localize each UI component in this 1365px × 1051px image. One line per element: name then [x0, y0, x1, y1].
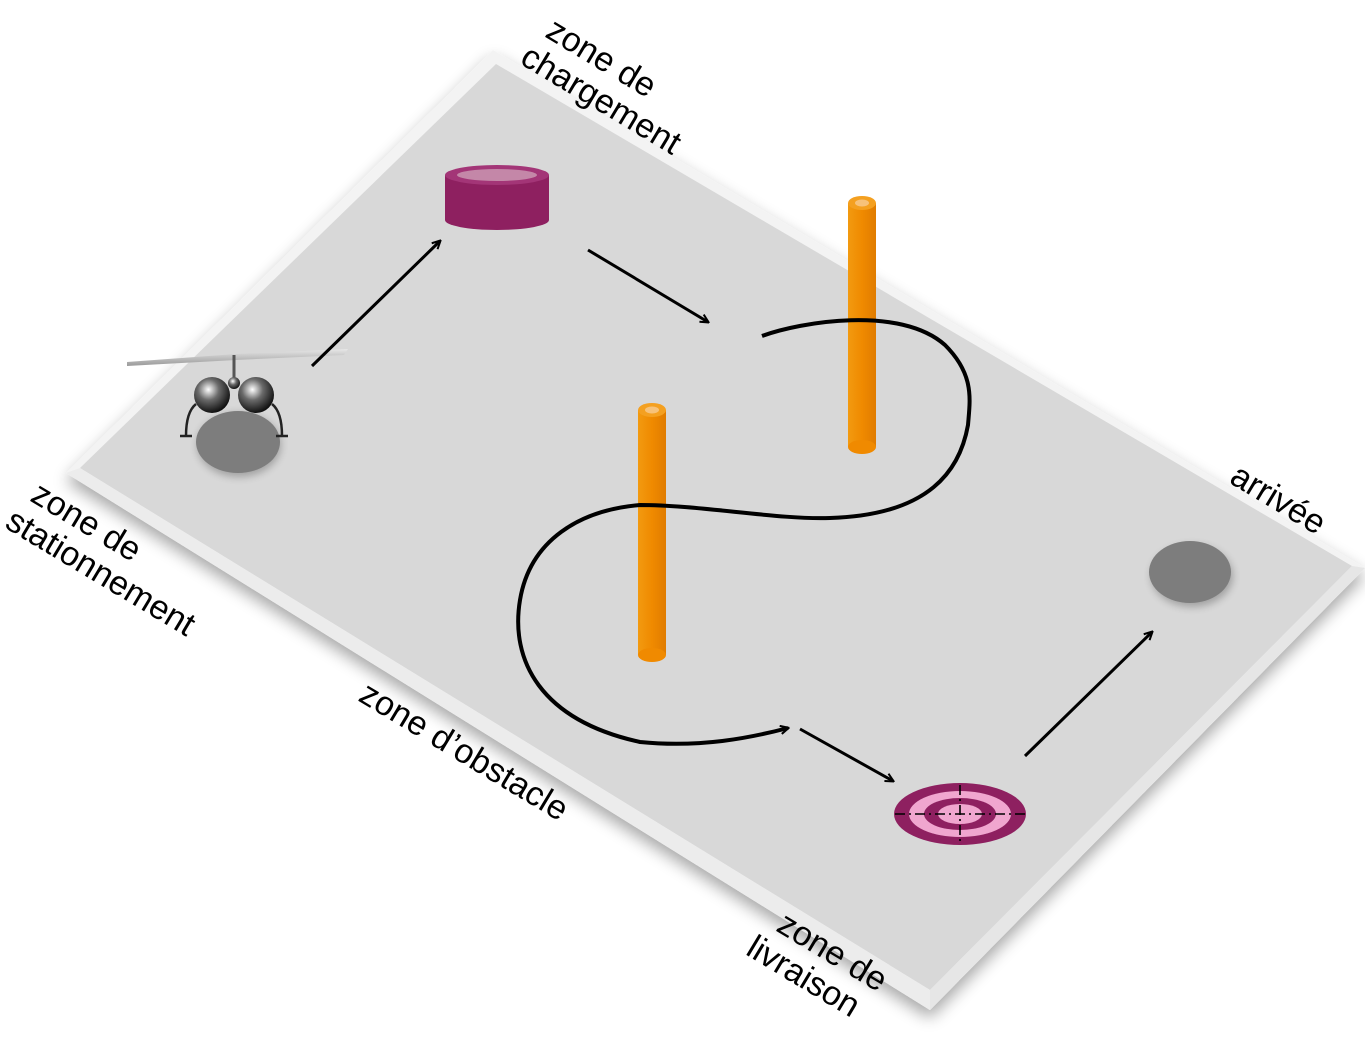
target-icon — [894, 783, 1026, 845]
board-bevel-front — [66, 468, 930, 1010]
obstacle-path-curve — [516, 318, 972, 746]
cargo-cylinder-icon — [445, 165, 549, 230]
drone-icon — [127, 349, 348, 438]
arrow-parking-to-loading — [310, 241, 440, 368]
obstacle-pole-1 — [848, 196, 876, 454]
board-bevel-right — [930, 566, 1365, 1010]
arrival-pad — [1149, 541, 1231, 603]
parking-pad-disc — [196, 411, 280, 473]
course-board — [66, 50, 1365, 1010]
arrival-zone — [1149, 541, 1233, 607]
drone-body-left — [194, 377, 230, 413]
arrow-loading-to-obstacle — [587, 248, 708, 322]
drone-body-right — [238, 377, 274, 413]
drone-rotor-blade — [127, 349, 348, 366]
board-top — [80, 64, 1352, 990]
arrow-obstacle-to-delivery — [799, 727, 893, 781]
route-arrows — [310, 241, 1152, 781]
obstacle-pole-2 — [638, 403, 666, 662]
parking-zone — [196, 411, 281, 477]
flight-path — [516, 318, 972, 746]
arrow-delivery-to-arrival — [1023, 632, 1152, 758]
